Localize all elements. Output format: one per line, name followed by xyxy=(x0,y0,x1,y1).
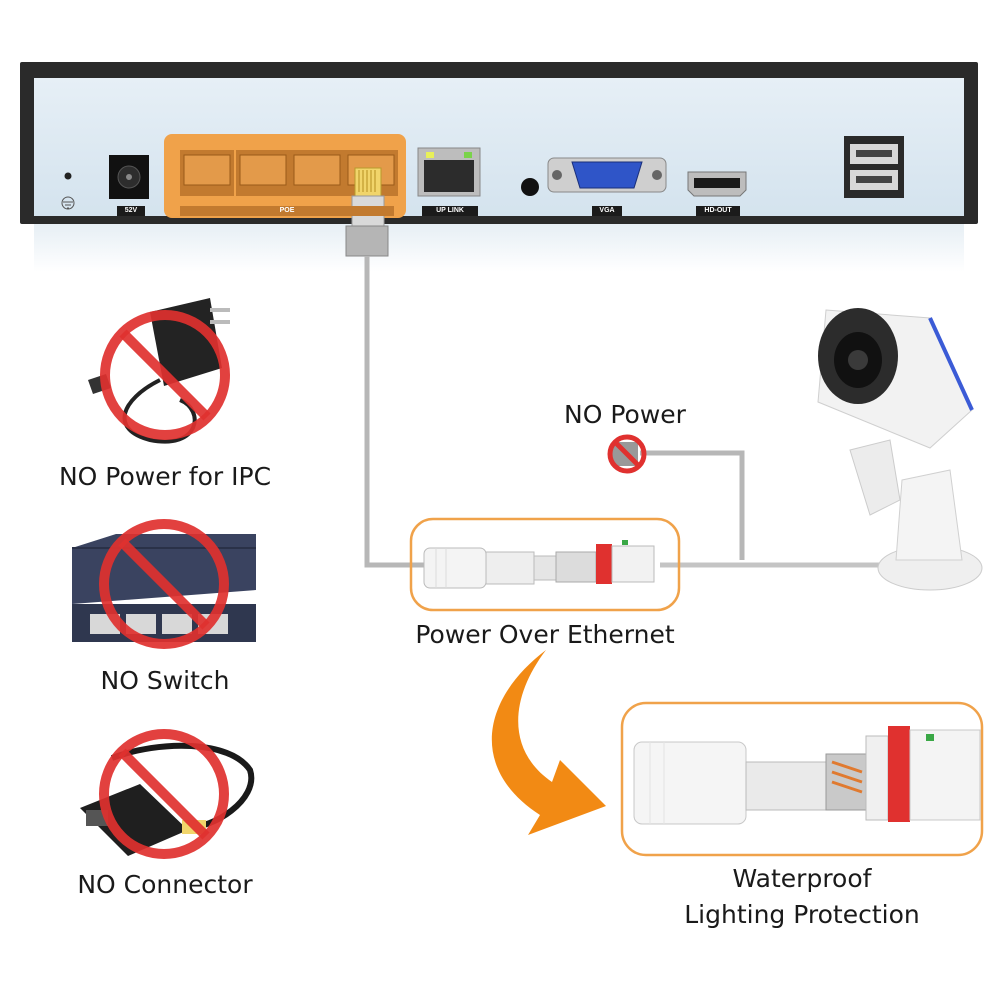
poe-label: Power Over Ethernet xyxy=(415,620,675,649)
uplink-port-label: UP LINK xyxy=(422,206,478,216)
audio-jack[interactable] xyxy=(521,178,539,196)
power-port-label: 52V xyxy=(117,206,145,216)
hdmi-port[interactable] xyxy=(687,171,747,197)
waterproof-label-line1: Waterproof xyxy=(732,864,872,893)
uplink-port[interactable] xyxy=(417,147,481,197)
dc-power-jack[interactable] xyxy=(109,155,149,199)
hdmi-port-label: HD-OUT xyxy=(696,206,740,216)
ethernet-cable xyxy=(364,256,432,568)
poe-ports[interactable] xyxy=(180,150,398,196)
no-power-for-ipc-label: NO Power for IPC xyxy=(58,462,272,491)
no-switch-label: NO Switch xyxy=(100,666,230,695)
vga-port[interactable] xyxy=(547,157,667,193)
waterproof-label-line2: Lighting Protection xyxy=(684,900,920,929)
poe-connector xyxy=(423,540,655,589)
waterproof-connector xyxy=(633,726,981,825)
poe-connector-frame xyxy=(409,517,681,612)
no-power-label: NO Power xyxy=(564,400,686,429)
vga-port-label: VGA xyxy=(592,206,622,216)
bullet-camera xyxy=(817,308,983,591)
prohibited-sign xyxy=(100,310,230,440)
prohibited-sign xyxy=(99,519,229,649)
camera-power-lead xyxy=(640,450,745,560)
usb-ports[interactable] xyxy=(844,136,904,198)
nvr-reflection xyxy=(34,224,964,272)
poe-port-label: POE xyxy=(180,206,394,216)
no-connector-label: NO Connector xyxy=(77,870,253,899)
prohibited-sign xyxy=(99,729,229,859)
curved-arrow xyxy=(491,650,606,835)
waterproof-detail-frame xyxy=(620,701,984,857)
no-power-prohibition-icon xyxy=(607,434,647,474)
ground-screw-icon xyxy=(61,172,75,210)
